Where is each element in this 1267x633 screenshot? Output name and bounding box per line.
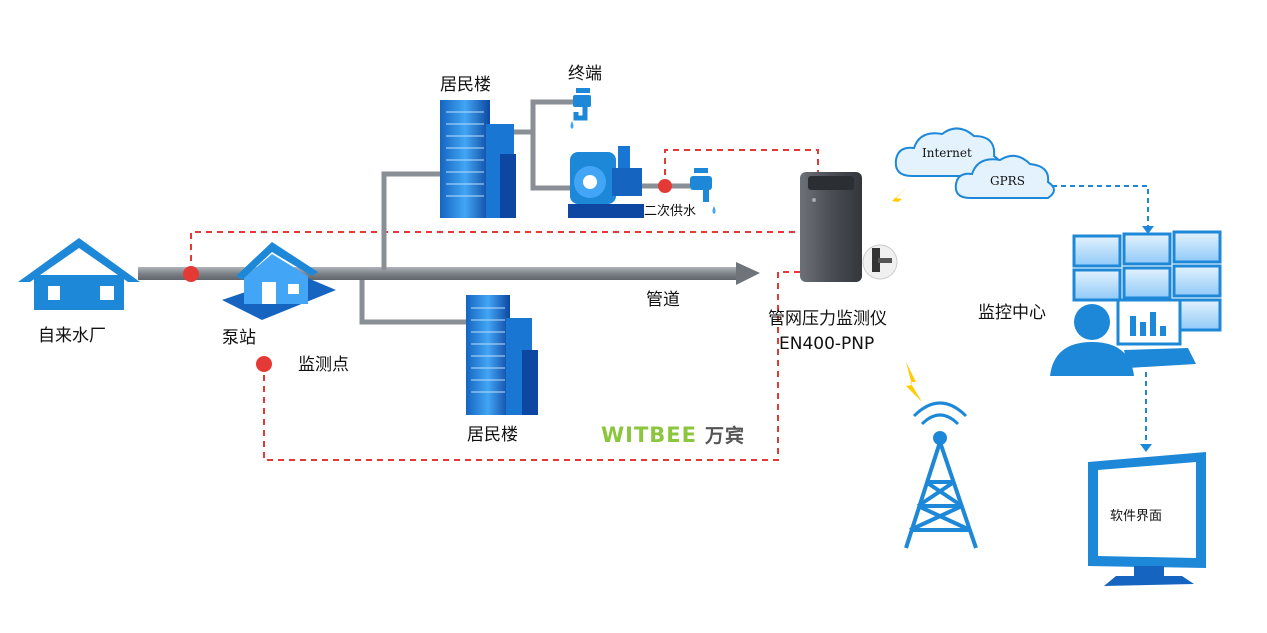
signal-line-secondary: [664, 149, 819, 186]
signal-line-monitor: [263, 271, 800, 461]
label-software-ui: 软件界面: [1110, 509, 1163, 524]
lightning-icon-upper: [882, 186, 908, 214]
arrow-head-software: [1140, 444, 1152, 452]
signal-line-pump: [190, 231, 800, 272]
building-icon-bottom: [466, 295, 538, 415]
lightning-icon-lower: [906, 362, 922, 402]
video-wall-icon: [1072, 230, 1222, 332]
computer-monitor-icon: [1088, 452, 1206, 586]
brand-logo: WITBEE 万宾: [601, 421, 745, 448]
building-icon-top: [440, 100, 516, 218]
pump-icon: [568, 146, 644, 218]
main-pipeline: [138, 262, 760, 285]
label-residential-bottom: 居民楼: [467, 425, 518, 445]
monitoring-dot-legend: [256, 356, 272, 372]
brand-name: WITBEE: [601, 423, 697, 447]
monitoring-dot-secondary: [658, 179, 672, 193]
radio-tower-icon: [904, 401, 978, 549]
brand-name-cn: 万宾: [705, 425, 746, 447]
faucet-icon-terminal: [570, 88, 591, 129]
pump-station-icon: [222, 242, 336, 320]
label-secondary-supply: 二次供水: [644, 204, 697, 219]
label-waterworks: 自来水厂: [38, 326, 106, 346]
waterworks-house-icon: [18, 238, 140, 310]
label-device-name: 管网压力监测仪: [768, 309, 887, 329]
monitoring-dot-pipe: [183, 266, 199, 282]
label-internet: Internet: [922, 146, 972, 160]
label-monitoring-point: 监测点: [298, 355, 349, 375]
arrow-head-center: [1142, 226, 1154, 234]
pressure-monitor-device: [800, 172, 898, 282]
cloud-icon-internet: [894, 127, 1002, 177]
label-gprs: GPRS: [990, 174, 1025, 188]
network-lines: [1052, 185, 1149, 446]
label-pump-station: 泵站: [222, 328, 256, 348]
signal-lines: [190, 149, 819, 461]
label-pipeline: 管道: [646, 290, 680, 310]
label-terminal: 终端: [568, 64, 602, 84]
cloud-icon-gprs: [954, 154, 1055, 199]
faucet-icon-secondary: [690, 168, 716, 214]
label-monitoring-center: 监控中心: [978, 303, 1046, 323]
label-residential-top: 居民楼: [440, 75, 491, 95]
operator-icon: [1050, 298, 1196, 376]
label-device-model: EN400-PNP: [779, 334, 875, 354]
